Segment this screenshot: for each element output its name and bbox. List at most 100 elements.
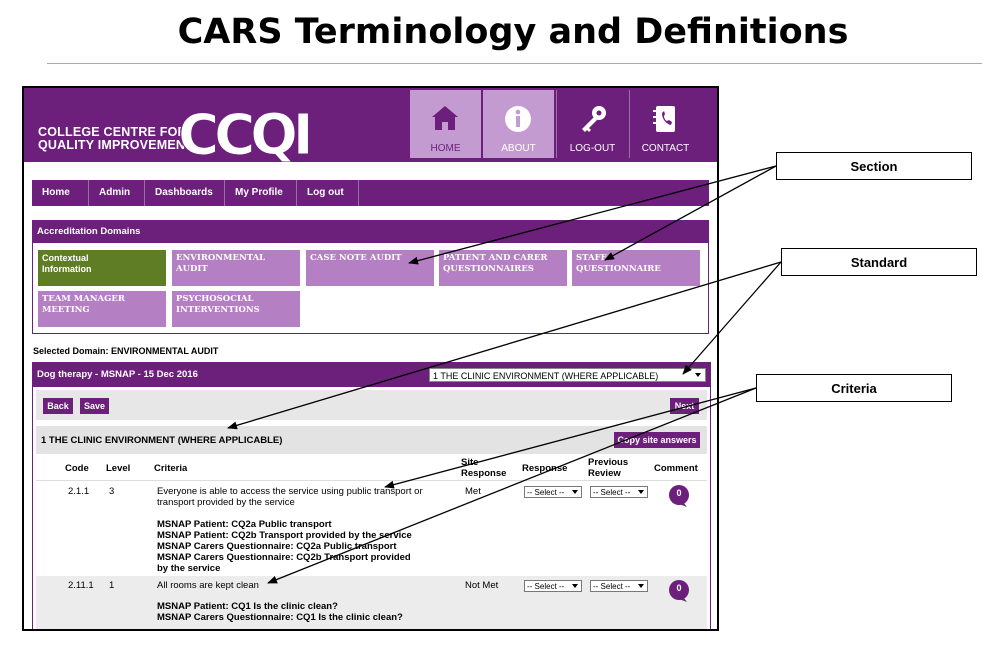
row-evidence: MSNAP Patient: CQ2a Public transport MSN… xyxy=(157,519,412,574)
chevron-down-icon xyxy=(638,490,644,494)
col-header-criteria: Criteria xyxy=(154,463,188,474)
info-icon xyxy=(505,106,531,132)
previous-review-select-value: -- Select -- xyxy=(593,488,631,497)
domain-tile-psychosocial-interventions[interactable]: PSYCHOSOCIAL INTERVENTIONS xyxy=(172,291,300,327)
table-row: 2.1.1 3 Everyone is able to access the s… xyxy=(36,480,707,575)
title-divider xyxy=(47,63,982,64)
header-contact-button[interactable]: CONTACT xyxy=(629,90,701,158)
domain-tile-line1: ENVIRONMENTAL xyxy=(176,253,266,263)
col-header-site-response-line2: Response xyxy=(461,468,507,479)
domain-tile-line1: TEAM MANAGER xyxy=(42,294,125,304)
header-logout-button[interactable]: LOG-OUT xyxy=(556,90,628,158)
evidence-line: MSNAP Patient: CQ2b Transport provided b… xyxy=(157,530,412,541)
domain-tile-team-manager-meeting[interactable]: TEAM MANAGER MEETING xyxy=(38,291,166,327)
comment-button[interactable]: 0 xyxy=(669,580,689,602)
domain-tile-line2: INTERVENTIONS xyxy=(176,305,260,315)
col-header-response: Response xyxy=(522,463,568,474)
arrow-criteria-to-row2 xyxy=(267,387,757,584)
col-header-comment: Comment xyxy=(654,463,698,474)
nav-my-profile-label: My Profile xyxy=(235,187,283,198)
save-button[interactable]: Save xyxy=(80,398,109,414)
ccqi-header: COLLEGE CENTRE FOR QUALITY IMPROVEMENT C… xyxy=(24,88,717,162)
row-criteria: Everyone is able to access the service u… xyxy=(157,486,423,508)
standard-title: 1 THE CLINIC ENVIRONMENT (WHERE APPLICAB… xyxy=(41,435,283,446)
domain-tile-line2: AUDIT xyxy=(176,264,208,274)
header-about-button[interactable]: ABOUT xyxy=(483,90,554,158)
row-code: 2.1.1 xyxy=(68,486,90,497)
domain-tile-line2: QUESTIONNAIRE xyxy=(576,264,661,274)
standard-select[interactable]: 1 THE CLINIC ENVIRONMENT (WHERE APPLICAB… xyxy=(429,368,706,382)
response-select[interactable]: -- Select -- xyxy=(524,580,582,592)
col-header-code: Code xyxy=(65,463,89,474)
ccqi-logo-text: CCQI xyxy=(178,108,309,162)
domain-tile-environmental-audit[interactable]: ENVIRONMENTAL AUDIT xyxy=(172,250,300,286)
nav-logout[interactable]: Log out xyxy=(297,180,359,206)
header-home-button[interactable]: HOME xyxy=(410,90,481,158)
col-header-previous-review: Previous Review xyxy=(588,457,628,479)
domain-tile-contextual-information[interactable]: Contextual Information xyxy=(38,250,166,286)
evidence-line: MSNAP Carers Questionnaire: CQ2a Public … xyxy=(157,541,397,552)
domain-tile-line2: QUESTIONNAIRES xyxy=(443,264,534,274)
org-name-line2: QUALITY IMPROVEMENT xyxy=(38,138,193,152)
row-code: 2.11.1 xyxy=(68,580,94,591)
evidence-line: MSNAP Patient: CQ1 Is the clinic clean? xyxy=(157,601,338,612)
response-select[interactable]: -- Select -- xyxy=(524,486,582,498)
nav-admin[interactable]: Admin xyxy=(89,180,145,221)
evidence-line: MSNAP Carers Questionnaire: CQ1 Is the c… xyxy=(157,612,403,623)
domain-tile-line2: MEETING xyxy=(42,305,90,315)
nav-logout-label: Log out xyxy=(307,187,344,198)
arrow-section-to-case-note xyxy=(408,165,777,265)
domain-tile-line1: STAFF xyxy=(576,253,607,263)
previous-review-select[interactable]: -- Select -- xyxy=(590,580,648,592)
arrow-section-to-staff xyxy=(604,165,777,261)
comment-bubble-icon xyxy=(669,485,689,507)
review-panel: Dog therapy - MSNAP - 15 Dec 2016 1 THE … xyxy=(32,362,711,629)
row-level: 3 xyxy=(109,486,115,497)
domain-tile-line1: CASE NOTE AUDIT xyxy=(310,253,402,263)
chevron-down-icon xyxy=(638,584,644,588)
arrow-standard-to-select xyxy=(682,261,782,375)
row-site-response: Not Met xyxy=(465,580,499,591)
org-name-line1: COLLEGE CENTRE FOR xyxy=(38,125,187,139)
col-header-previous-review-line1: Previous xyxy=(588,457,629,468)
chevron-down-icon xyxy=(238,216,244,221)
row-criteria-line1: Everyone is able to access the service u… xyxy=(157,486,423,497)
domain-tile-case-note-audit[interactable]: CASE NOTE AUDIT xyxy=(306,250,434,286)
back-button[interactable]: Back xyxy=(43,398,73,414)
nav-home[interactable]: Home xyxy=(32,180,89,206)
previous-review-select-value: -- Select -- xyxy=(593,582,631,591)
row-criteria: All rooms are kept clean xyxy=(157,580,259,591)
nav-dashboards[interactable]: Dashboards xyxy=(145,180,225,221)
chevron-down-icon xyxy=(695,373,701,377)
standard-select-value: 1 THE CLINIC ENVIRONMENT (WHERE APPLICAB… xyxy=(433,371,659,381)
domain-tile-line1: PATIENT AND CARER xyxy=(443,253,548,263)
domain-tile-staff-questionnaire[interactable]: STAFF QUESTIONNAIRE xyxy=(572,250,700,286)
row-criteria-line1: All rooms are kept clean xyxy=(157,580,259,591)
comment-button[interactable]: 0 xyxy=(669,485,689,507)
callout-standard: Standard xyxy=(781,248,977,276)
domain-tile-line2: Information xyxy=(42,264,92,274)
previous-review-select[interactable]: -- Select -- xyxy=(590,486,648,498)
header-contact-label: CONTACT xyxy=(641,143,690,154)
evidence-line: by the service xyxy=(157,563,221,574)
slide-title: CARS Terminology and Definitions xyxy=(177,12,849,52)
domain-tile-patient-and-carer-questionnaires[interactable]: PATIENT AND CARER QUESTIONNAIRES xyxy=(439,250,567,286)
review-toolbar: Back Save Next xyxy=(36,390,707,420)
comment-count: 0 xyxy=(676,583,682,593)
row-criteria-line2: transport provided by the service xyxy=(157,497,295,508)
col-header-site-response: Site Response xyxy=(461,457,506,479)
contact-book-icon xyxy=(653,106,675,132)
chevron-down-icon xyxy=(572,584,578,588)
col-header-level: Level xyxy=(106,463,131,474)
row-site-response: Met xyxy=(465,486,481,497)
next-button[interactable]: Next xyxy=(670,398,699,414)
response-select-value: -- Select -- xyxy=(527,488,565,497)
ccqi-logo: CCQI xyxy=(178,108,314,162)
review-header: Dog therapy - MSNAP - 15 Dec 2016 1 THE … xyxy=(33,363,710,387)
domain-tile-line1: PSYCHOSOCIAL xyxy=(176,294,254,304)
nav-home-label: Home xyxy=(42,187,70,198)
key-icon xyxy=(582,106,606,132)
nav-my-profile[interactable]: My Profile xyxy=(225,180,297,221)
review-title: Dog therapy - MSNAP - 15 Dec 2016 xyxy=(37,369,198,380)
